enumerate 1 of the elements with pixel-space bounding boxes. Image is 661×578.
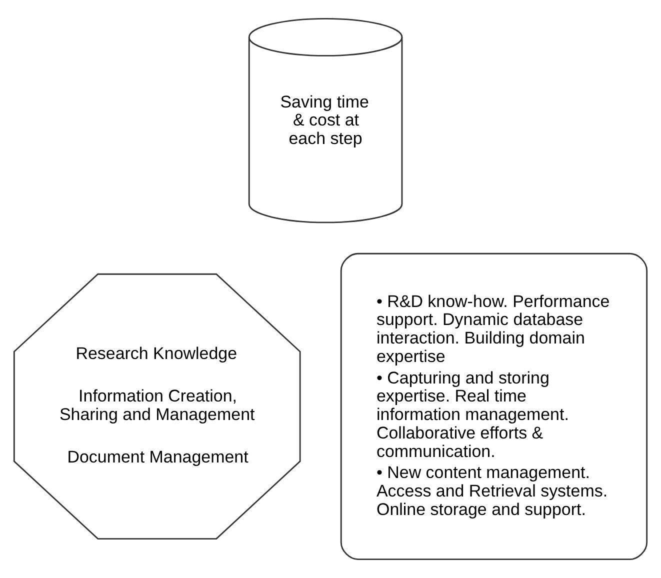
node-box: • R&D know-how. Performance support. Dynamic database interaction. Building domain expertise • Capturing and storing expertise. Real time information management. Collaborative efforts & communication. • New content management. Access and Retrieval systems. Online storage and support.	[340, 252, 648, 560]
